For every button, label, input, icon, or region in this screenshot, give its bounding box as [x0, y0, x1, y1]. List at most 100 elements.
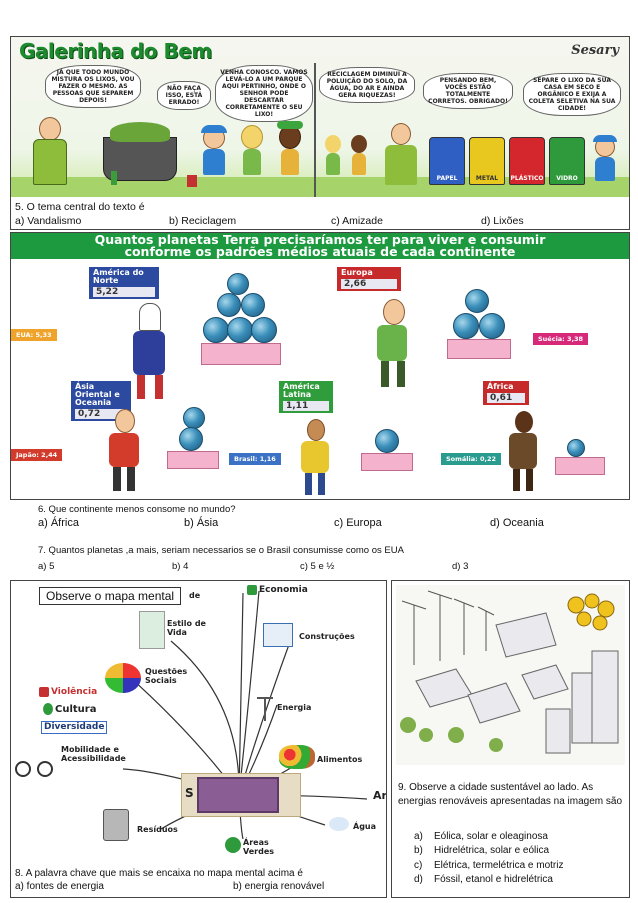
country-tag-somalia: Somália: 0,22 [441, 453, 502, 465]
violence-icon [39, 687, 49, 697]
comic-title: Galerinha do Bem [19, 39, 212, 63]
leaf-icon [225, 837, 241, 853]
mm-node-estilo: Estilo de Vida [167, 619, 206, 637]
mind-map-label: Observe o mapa mental [39, 587, 182, 605]
bin-plastic: PLÁSTICO [509, 137, 545, 185]
speech-bubble-separate: SEPARE O LIXO DA SUA CASA EM SECO E ORGÂ… [523, 73, 621, 116]
q6-option-d[interactable]: d) Oceania [490, 517, 544, 529]
mind-map-panel: Observe o mapa mental de Economia Estilo… [10, 580, 387, 898]
house-icon [263, 623, 293, 647]
country-tag-brazil: Brasil: 1,16 [229, 453, 281, 465]
mm-node-residuos: Resíduos [137, 825, 178, 834]
q5-option-c[interactable]: c) Amizade [331, 215, 383, 227]
mm-node-areas: Áreas Verdes [243, 838, 275, 856]
q9-option-b[interactable]: b) Hidrelétrica, solar e eólica [414, 845, 549, 856]
culture-icon [43, 703, 53, 715]
planets-banner: Quantos planetas Terra precisaríamos ter… [11, 233, 629, 259]
planets-banner-line2: conforme os padrões médios atuais de cad… [124, 244, 516, 259]
q5-option-b[interactable]: b) Reciclagem [169, 215, 237, 227]
region-north-america-name: América do Norte [93, 268, 144, 285]
bin-paper-label: PAPEL [436, 175, 458, 182]
q8-question: 8. A palavra chave que mais se encaixa n… [15, 868, 303, 879]
speech-bubble-girl: VENHA CONOSCO. VAMOS LEVÁ-LO A UM PARQUE… [215, 65, 313, 122]
region-asia-oceania-value: 0,72 [75, 409, 127, 419]
region-asia-oceania-name: Ásia Oriental e Oceania [75, 382, 120, 407]
q9-option-a-letter: a) [414, 831, 423, 842]
trash-bin-icon [103, 809, 129, 841]
q7-option-b[interactable]: b) 4 [172, 561, 189, 572]
mm-node-diversidade: Diversidade [41, 721, 108, 734]
q9-option-b-letter: b) [414, 845, 423, 856]
region-latin-america-value: 1,11 [283, 401, 329, 411]
mind-map-center-blank[interactable] [197, 777, 279, 813]
mm-node-alimentos: Alimentos [317, 755, 363, 764]
mm-node-cultura: Cultura [55, 704, 97, 715]
bin-glass-label: VIDRO [556, 175, 578, 182]
sustainable-city-drawing [400, 590, 619, 754]
q5-option-d[interactable]: d) Lixões [481, 215, 524, 227]
country-tag-usa: EUA: 5,33 [11, 329, 57, 341]
region-europe: Europa 2,66 [337, 267, 401, 291]
q7-option-c[interactable]: c) 5 e ½ [300, 561, 335, 572]
social-people-icon [105, 663, 141, 693]
mm-node-economia: Economia [259, 585, 308, 595]
mm-node-agua: Água [353, 822, 377, 831]
q5-question: 5. O tema central do texto é [15, 201, 145, 213]
q9-option-d-text: Fóssil, etanol e hidrelétrica [434, 874, 553, 885]
q8-option-a[interactable]: a) fontes de energia [15, 881, 104, 892]
water-drop-icon [329, 817, 349, 831]
q6-option-b[interactable]: b) Ásia [184, 517, 219, 529]
q8-option-b[interactable]: b) energia renovável [233, 881, 325, 892]
comic-strip-illustration: Galerinha do Bem Sesary JÁ QUE TODO MUND… [11, 37, 629, 197]
bin-plastic-label: PLÁSTICO [510, 175, 544, 182]
speech-bubble-boy: NÃO FAÇA ISSO, ESTÁ ERRADO! [157, 81, 211, 110]
speech-bubble-thanks: PENSANDO BEM, VOCÊS ESTÃO TOTALMENTE COR… [423, 73, 513, 109]
comic-panel: Galerinha do Bem Sesary JÁ QUE TODO MUND… [10, 36, 630, 230]
bin-metal: METAL [469, 137, 505, 185]
q9-question: 9. Observe a cidade sustentável ao lado.… [398, 782, 623, 807]
q7-question: 7. Quantos planetas ,a mais, seriam nece… [38, 545, 404, 556]
q7-option-a[interactable]: a) 5 [38, 561, 55, 572]
region-north-america-value: 5,22 [93, 287, 155, 297]
mm-node-construcoes: Construções [299, 632, 355, 641]
comic-panel-divider [314, 63, 316, 197]
q7-option-d[interactable]: d) 3 [452, 561, 469, 572]
can-icon [187, 175, 197, 187]
region-europe-name: Europa [341, 268, 373, 277]
mm-node-top-partial: de [189, 591, 201, 600]
q9-option-d[interactable]: d) Fóssil, etanol e hidrelétrica [414, 874, 553, 885]
q9-option-d-letter: d) [414, 874, 423, 885]
sustainable-city-panel: 9. Observe a cidade sustentável ao lado.… [391, 580, 630, 898]
food-icon [279, 745, 315, 769]
sustainable-city-illustration [396, 585, 625, 765]
region-africa-value: 0,61 [487, 393, 525, 403]
q6-option-c[interactable]: c) Europa [334, 517, 382, 529]
mm-node-center-partial: S [185, 786, 194, 800]
mm-node-violencia: Violência [51, 687, 98, 697]
q6-option-a[interactable]: a) África [38, 517, 79, 529]
q9-option-a[interactable]: a) Eólica, solar e oleaginosa [414, 831, 548, 842]
bicycle-icon [15, 755, 55, 779]
mm-node-energia: Energia [277, 703, 312, 712]
lifestyle-icon [139, 611, 165, 649]
planets-banner-line1: Quantos planetas Terra precisaríamos ter… [94, 232, 546, 247]
bin-paper: PAPEL [429, 137, 465, 185]
region-africa-name: África [487, 382, 514, 391]
q5-option-a[interactable]: a) Vandalismo [15, 215, 82, 227]
q9-option-c[interactable]: c)Elétrica, termelétrica e motriz [414, 860, 563, 871]
q6-question: 6. Que continente menos consome no mundo… [38, 504, 236, 515]
region-latin-america: América Latina 1,11 [279, 381, 333, 413]
country-tag-sweden: Suécia: 3,38 [533, 333, 589, 345]
wind-turbine-icon [257, 691, 273, 721]
q9-option-a-text: Eólica, solar e oleaginosa [434, 831, 548, 842]
region-latin-america-name: América Latina [283, 382, 320, 399]
mm-node-questoes: Questões Sociais [145, 667, 188, 685]
speech-bubble-recycling: RECICLAGEM DIMINUI A POLUIÇÃO DO SOLO, D… [319, 67, 415, 103]
comic-author-signature: Sesary [571, 43, 619, 58]
q9-option-c-letter: c) [414, 860, 423, 871]
mm-node-mobilidade: Mobilidade e Acessibilidade [61, 745, 126, 763]
bin-metal-label: METAL [475, 175, 499, 182]
planets-infographic: Quantos planetas Terra precisaríamos ter… [10, 232, 630, 500]
q9-option-b-text: Hidrelétrica, solar e eólica [434, 845, 550, 856]
bottle-icon [111, 171, 117, 185]
